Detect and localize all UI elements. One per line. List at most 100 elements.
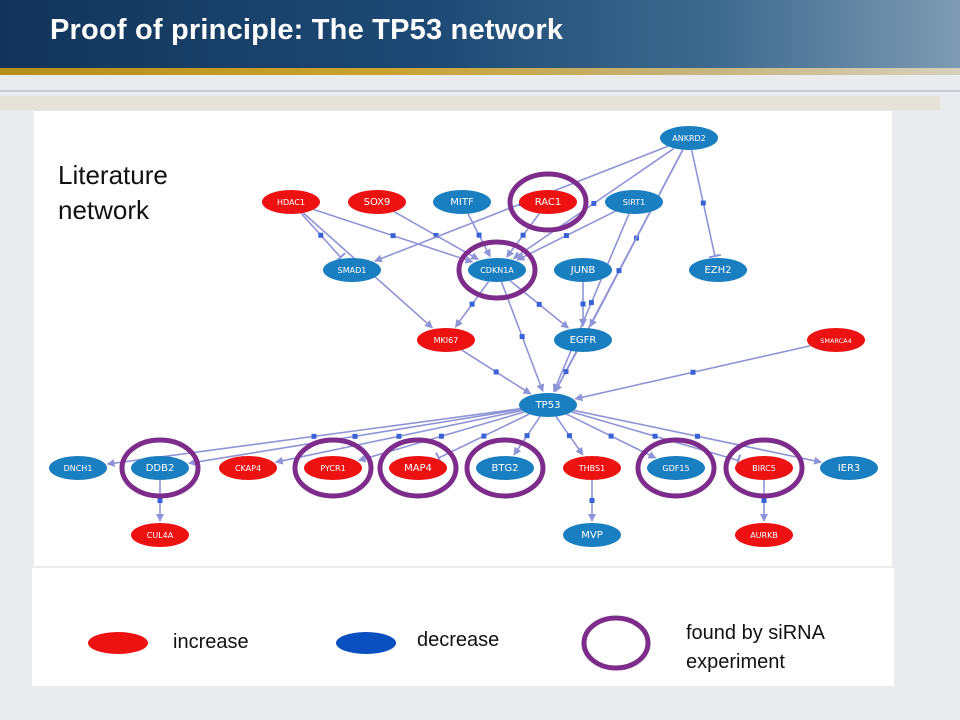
node-ankrd2[interactable]: ANKRD2 xyxy=(660,126,718,150)
node-thbs1[interactable]: THBS1 xyxy=(563,456,621,480)
edge-midpoint xyxy=(519,334,525,340)
legend-sirna-line2: experiment xyxy=(686,651,785,673)
edge-midpoint xyxy=(589,498,595,503)
node-shape xyxy=(348,190,406,214)
node-shape xyxy=(660,126,718,150)
node-ier3[interactable]: IER3 xyxy=(820,456,878,480)
edge-midpoint xyxy=(591,200,597,206)
node-smarca4[interactable]: SMARCA4 xyxy=(807,328,865,352)
edge-midpoint xyxy=(318,232,324,238)
node-gdf15[interactable]: GDF15 xyxy=(635,437,717,499)
node-rac1[interactable]: RAC1 xyxy=(507,171,589,233)
node-mvp[interactable]: MVP xyxy=(563,523,621,547)
edge-midpoint xyxy=(761,498,767,503)
network-title: Literature network xyxy=(58,158,168,228)
node-dnch1[interactable]: DNCH1 xyxy=(49,456,107,480)
node-aurkb[interactable]: AURKB xyxy=(735,523,793,547)
header-band xyxy=(0,96,940,110)
edge-midpoint xyxy=(438,433,444,439)
edge-midpoint xyxy=(157,498,163,503)
node-ezh2[interactable]: EZH2 xyxy=(689,258,747,282)
edge-midpoint xyxy=(563,369,569,375)
node-shape xyxy=(131,523,189,547)
sirna-ring xyxy=(723,437,805,499)
node-shape xyxy=(417,328,475,352)
node-label: BIRC5 xyxy=(752,464,776,473)
node-tp53[interactable]: TP53 xyxy=(519,393,577,417)
node-map4[interactable]: MAP4 xyxy=(377,437,459,499)
node-label: HDAC1 xyxy=(277,198,305,207)
node-shape xyxy=(563,456,621,480)
node-label: MKI67 xyxy=(434,336,459,345)
node-sirt1[interactable]: SIRT1 xyxy=(605,190,663,214)
network-title-line1: Literature xyxy=(58,160,168,190)
node-shape xyxy=(554,328,612,352)
node-label: AURKB xyxy=(750,531,778,540)
legend-increase-swatch xyxy=(88,632,148,654)
edge-midpoint xyxy=(352,433,358,439)
edge-midpoint xyxy=(390,233,396,239)
node-shape xyxy=(689,258,747,282)
node-pycr1[interactable]: PYCR1 xyxy=(292,437,374,499)
node-label: THBS1 xyxy=(578,464,605,473)
edge-midpoint xyxy=(563,233,569,239)
node-mki67[interactable]: MKI67 xyxy=(417,328,475,352)
node-hdac1[interactable]: HDAC1 xyxy=(262,190,320,214)
node-shape xyxy=(519,190,577,214)
legend-sirna-label: found by siRNA experiment xyxy=(686,619,825,677)
edge-midpoint xyxy=(524,433,530,439)
node-shape xyxy=(735,523,793,547)
node-shape xyxy=(433,190,491,214)
node-shape xyxy=(49,456,107,480)
node-egfr[interactable]: EGFR xyxy=(554,328,612,352)
legend-sirna-line1: found by siRNA xyxy=(686,622,825,644)
node-ddb2[interactable]: DDB2 xyxy=(119,437,201,499)
title-bar: Proof of principle: The TP53 network xyxy=(0,0,960,68)
node-shape xyxy=(735,456,793,480)
node-shape xyxy=(647,456,705,480)
node-shape xyxy=(131,456,189,480)
edge-midpoint xyxy=(476,232,482,238)
edge-midpoint xyxy=(396,433,402,439)
sirna-ring xyxy=(635,437,717,499)
node-label: JUNB xyxy=(570,265,596,276)
node-label: BTG2 xyxy=(491,463,518,474)
sirna-ring xyxy=(507,171,589,233)
legend-decrease-label: decrease xyxy=(417,629,500,651)
node-label: MITF xyxy=(450,197,474,208)
node-shape xyxy=(262,190,320,214)
node-shape xyxy=(323,258,381,282)
node-btg2[interactable]: BTG2 xyxy=(464,437,546,499)
legend-increase-label: increase xyxy=(173,631,249,653)
node-shape xyxy=(807,328,865,352)
node-label: EGFR xyxy=(570,335,597,346)
node-label: TP53 xyxy=(535,400,561,411)
node-shape xyxy=(563,523,621,547)
node-label: MVP xyxy=(581,530,603,541)
edge-midpoint xyxy=(690,369,696,375)
node-cdkn1a[interactable]: CDKN1A xyxy=(456,239,538,301)
node-label: SMAD1 xyxy=(338,266,367,275)
node-junb[interactable]: JUNB xyxy=(554,258,612,282)
edge-midpoint xyxy=(580,301,586,307)
node-smad1[interactable]: SMAD1 xyxy=(323,258,381,282)
edge-midpoint xyxy=(520,232,526,238)
edge-midpoint xyxy=(469,301,475,307)
sirna-ring xyxy=(464,437,546,499)
node-shape xyxy=(820,456,878,480)
node-cul4a[interactable]: CUL4A xyxy=(131,523,189,547)
node-label: CUL4A xyxy=(147,531,174,540)
node-shape xyxy=(605,190,663,214)
sirna-ring xyxy=(292,437,374,499)
node-label: SOX9 xyxy=(364,197,391,208)
node-mitf[interactable]: MITF xyxy=(433,190,491,214)
node-shape xyxy=(519,393,577,417)
edge-midpoint xyxy=(536,301,542,307)
node-birc5[interactable]: BIRC5 xyxy=(723,437,805,499)
edge-midpoint xyxy=(608,433,614,439)
node-sox9[interactable]: SOX9 xyxy=(348,190,406,214)
node-ckap4[interactable]: CKAP4 xyxy=(219,456,277,480)
node-label: ANKRD2 xyxy=(672,134,706,143)
